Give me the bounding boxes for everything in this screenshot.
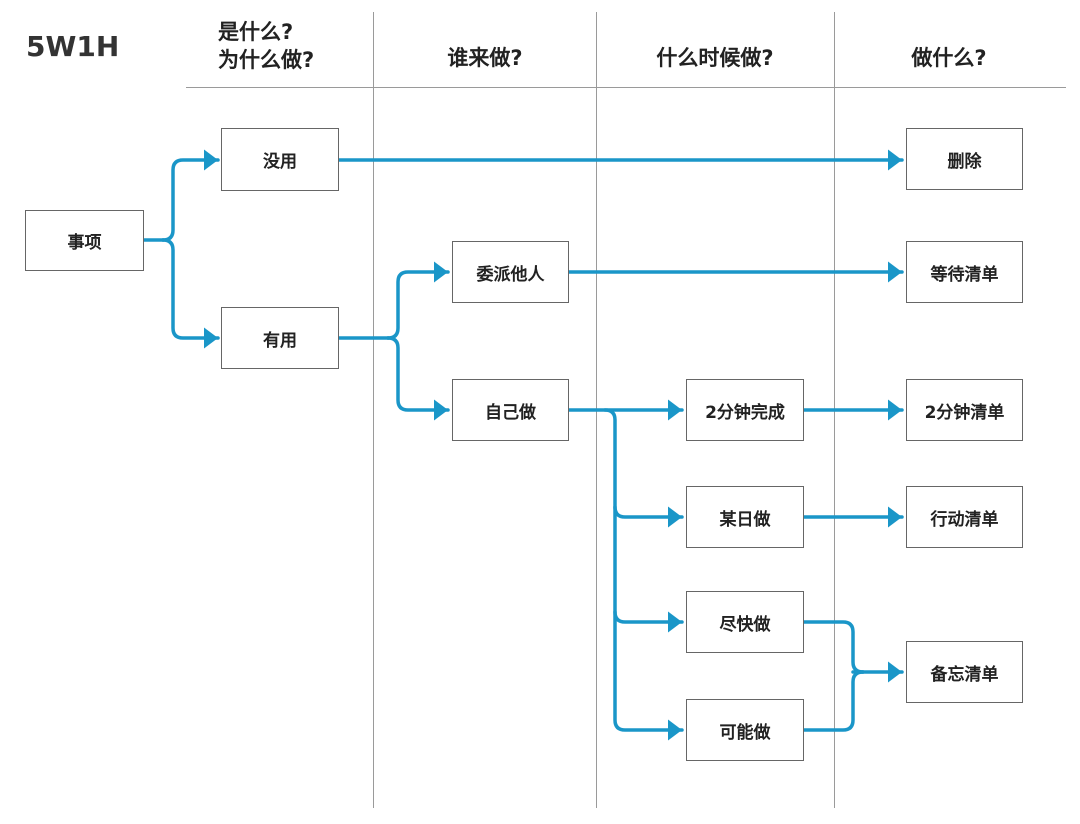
diagram-title: 5W1H [26, 30, 120, 63]
column-divider-1 [373, 12, 374, 808]
node-two-min: 2分钟完成 [686, 379, 804, 441]
flow-to-self [386, 336, 450, 421]
flow-to-asap [613, 610, 684, 633]
header-what: 是什么? [218, 20, 294, 44]
node-waiting-list: 等待清单 [906, 241, 1023, 303]
node-memo-list: 备忘清单 [906, 641, 1023, 703]
flow-to-delegate [386, 261, 450, 340]
node-delete: 删除 [906, 128, 1023, 190]
node-asap: 尽快做 [686, 591, 804, 653]
node-self: 自己做 [452, 379, 569, 441]
node-delegate: 委派他人 [452, 241, 569, 303]
flow-maybe-to-merge [802, 670, 865, 732]
header-what-why: 是什么? 为什么做? [218, 18, 314, 74]
flow-to-useful [161, 238, 220, 349]
node-someday: 某日做 [686, 486, 804, 548]
header-action: 做什么? [911, 46, 987, 70]
node-useless: 没用 [221, 128, 339, 191]
flow-to-useless [161, 149, 220, 242]
node-two-min-list: 2分钟清单 [906, 379, 1023, 441]
node-maybe: 可能做 [686, 699, 804, 761]
flow-self-trunk [603, 408, 684, 741]
node-item: 事项 [25, 210, 144, 271]
flow-to-someday [613, 505, 684, 528]
header-when: 什么时候做? [656, 46, 774, 70]
header-who: 谁来做? [447, 46, 523, 70]
flow-asap-to-merge [802, 620, 865, 674]
node-useful: 有用 [221, 307, 339, 369]
node-action-list: 行动清单 [906, 486, 1023, 548]
header-why: 为什么做? [218, 48, 315, 72]
header-divider [186, 87, 1066, 88]
